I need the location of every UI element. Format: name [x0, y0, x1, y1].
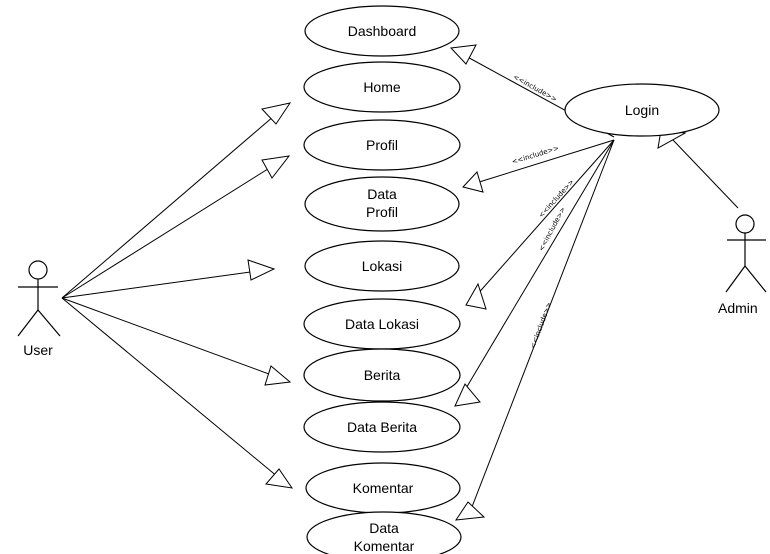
- use-case-berita[interactable]: Berita: [303, 348, 461, 402]
- arrowhead-home: [261, 102, 292, 125]
- include-label-dashboard: <<include>>: [512, 73, 559, 104]
- admin-login-association: [657, 129, 739, 209]
- arrowhead-data-lokasi: [465, 282, 487, 310]
- use-case-lokasi[interactable]: Lokasi: [304, 240, 460, 292]
- assoc-user-home: [61, 103, 289, 299]
- actor-admin: Admin: [718, 214, 767, 316]
- assoc-admin-login: [672, 139, 739, 209]
- actor-user-label: User: [23, 342, 53, 358]
- arrowhead-dashboard: [449, 44, 477, 65]
- use-case-berita-label: Berita: [364, 367, 401, 383]
- use-case-login-label: Login: [625, 102, 659, 118]
- use-case-home[interactable]: Home: [303, 61, 461, 113]
- actor-admin-label: Admin: [718, 300, 758, 316]
- use-case-data-profil[interactable]: Data Profil: [304, 176, 460, 232]
- include-data-profil: [475, 139, 615, 184]
- use-case-data-profil-label-line2: Profil: [366, 204, 398, 220]
- include-label-data-komentar: <<include>>: [529, 301, 553, 350]
- arrowhead-lokasi: [247, 259, 276, 281]
- use-case-data-lokasi-label: Data Lokasi: [345, 316, 419, 332]
- arrowhead-profil: [261, 155, 291, 179]
- use-case-data-komentar[interactable]: Data Komentar: [306, 511, 462, 554]
- use-case-data-profil-label-line1: Data: [367, 186, 397, 202]
- assoc-user-profil: [61, 156, 288, 299]
- user-associations: [61, 102, 294, 489]
- include-label-data-profil: <<include>>: [511, 144, 560, 166]
- use-case-data-lokasi[interactable]: Data Lokasi: [303, 298, 461, 350]
- arrowhead-berita: [264, 365, 292, 386]
- include-data-lokasi: [474, 139, 615, 298]
- arrowhead-komentar: [265, 468, 294, 489]
- arrowhead-data-profil: [462, 171, 484, 193]
- assoc-user-komentar: [61, 297, 291, 488]
- actor-user: User: [17, 260, 61, 358]
- use-case-profil-label: Profil: [366, 137, 398, 153]
- use-case-home-label: Home: [363, 79, 401, 95]
- include-data-berita: [461, 139, 615, 396]
- use-case-lokasi-label: Lokasi: [362, 258, 402, 274]
- use-case-data-berita-label: Data Berita: [347, 419, 417, 435]
- use-case-komentar[interactable]: Komentar: [305, 462, 461, 514]
- assoc-user-lokasi: [61, 268, 273, 299]
- arrowhead-data-berita: [454, 383, 481, 407]
- use-case-komentar-label: Komentar: [353, 480, 414, 496]
- use-case-login[interactable]: Login: [564, 83, 720, 137]
- assoc-user-berita: [61, 297, 289, 382]
- use-case-dashboard-label: Dashboard: [348, 23, 417, 39]
- use-case-data-berita[interactable]: Data Berita: [303, 401, 461, 453]
- use-case-data-komentar-label-line1: Data: [369, 520, 399, 536]
- use-case-data-komentar-label-line2: Komentar: [354, 538, 415, 554]
- include-data-komentar: [469, 139, 615, 513]
- use-case-dashboard[interactable]: Dashboard: [304, 5, 460, 57]
- arrowhead-data-komentar: [454, 501, 486, 521]
- use-case-profil[interactable]: Profil: [303, 119, 461, 171]
